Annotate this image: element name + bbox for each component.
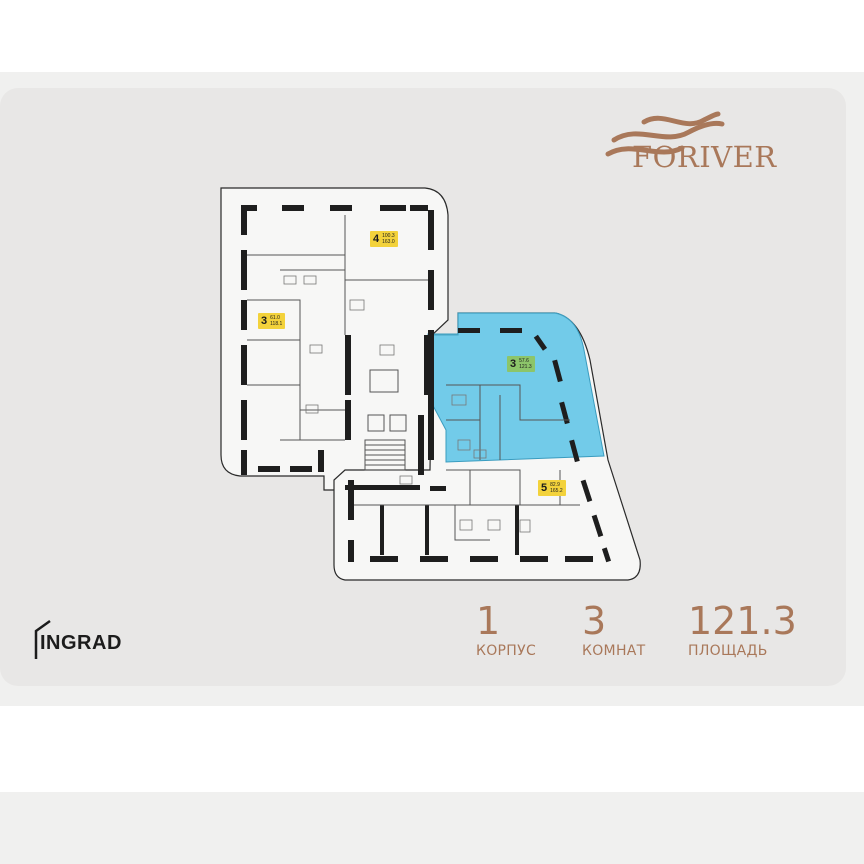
stat-area: 121.3 ПЛОЩАДЬ [688,601,797,659]
apartment-total-area: 121.3 [519,364,532,370]
stat-area-value: 121.3 [688,599,797,643]
apartment-living-area: 61.0 [270,315,280,321]
bottom-band [0,706,864,792]
apartment-tag[interactable]: 5 82.9 165.2 [538,480,566,496]
stat-building-label: КОРПУС [476,643,537,659]
apartment-tag[interactable]: 3 61.0 118.1 [258,313,286,329]
apartment-total-area: 165.2 [550,488,563,494]
apartment-living-area: 100.3 [382,233,395,239]
apartment-rooms: 3 [261,315,268,327]
selected-apartment-highlight[interactable] [427,312,605,463]
brand-name: FORIVER [632,140,777,174]
apartment-total-area: 118.1 [270,321,283,327]
top-band [0,0,864,72]
apartment-tag[interactable]: 4 100.3 163.0 [370,231,398,247]
stat-rooms: 3 КОМНАТ [582,601,646,659]
stat-building: 1 КОРПУС [476,601,536,659]
stat-rooms-value: 3 [582,599,607,643]
ingrad-logo-icon [34,619,51,659]
apartment-rooms: 4 [373,233,380,245]
stat-rooms-label: КОМНАТ [582,643,646,659]
apartment-total-area: 163.0 [382,239,395,245]
apartment-living-area: 57.6 [519,358,529,364]
foriver-logo-icon [605,111,725,157]
apartment-rooms: 3 [510,358,517,370]
developer-name: INGRAD [40,632,122,654]
apartment-rooms: 5 [541,482,548,494]
apartment-tag-selected[interactable]: 3 57.6 121.3 [507,356,535,372]
apartment-living-area: 82.9 [550,482,560,488]
stat-area-label: ПЛОЩАДЬ [688,643,768,659]
stat-building-value: 1 [476,599,501,643]
